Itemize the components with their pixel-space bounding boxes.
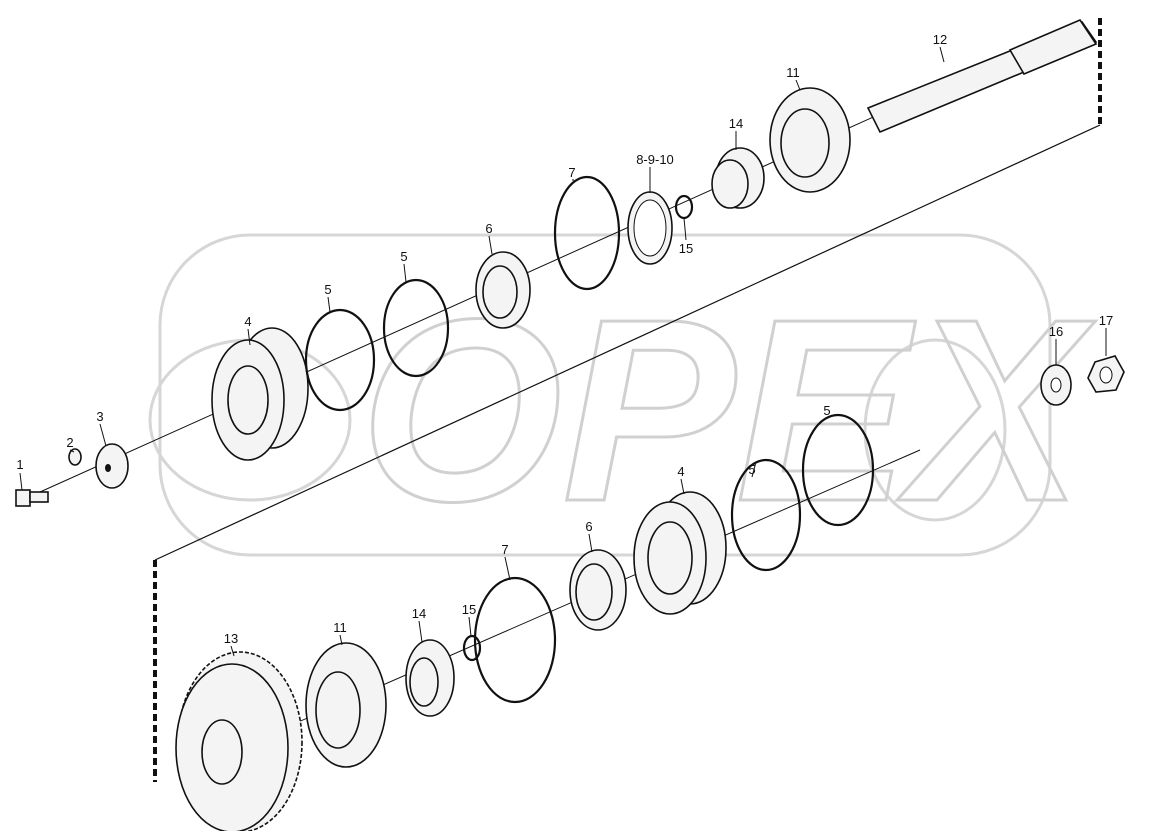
leader-lines bbox=[19, 46, 1107, 657]
part-5-ring-bottom-a bbox=[801, 413, 875, 527]
callout-2: 2 bbox=[66, 435, 73, 450]
part-6-seal-top bbox=[475, 251, 531, 329]
callout-5: 5 bbox=[324, 282, 331, 297]
callout-7: 7 bbox=[568, 165, 575, 180]
callout-11: 11 bbox=[786, 65, 800, 80]
part-5-ring-bottom-b bbox=[730, 458, 802, 572]
callout-5: 5 bbox=[400, 249, 407, 264]
callout-4: 4 bbox=[244, 314, 251, 329]
part-11-bearing-top bbox=[769, 87, 851, 193]
callout-14: 14 bbox=[412, 606, 426, 621]
part-12-shaft bbox=[866, 19, 1098, 134]
callout-6: 6 bbox=[485, 221, 492, 236]
part-14-bearing-race-bottom bbox=[405, 639, 455, 717]
callout-labels: 1 2 3 4 5 5 6 7 8-9-10 15 14 11 12 16 17… bbox=[16, 32, 1113, 646]
part-11-bearing-bottom bbox=[305, 642, 387, 768]
part-13-gear bbox=[175, 651, 303, 831]
callout-16: 16 bbox=[1049, 324, 1063, 339]
part-3-washer bbox=[95, 443, 129, 489]
callout-15: 15 bbox=[679, 241, 693, 256]
part-4-housing-top bbox=[211, 327, 309, 461]
callout-1: 1 bbox=[16, 457, 23, 472]
callout-17: 17 bbox=[1099, 313, 1113, 328]
part-16-washer bbox=[1040, 364, 1072, 406]
callout-12: 12 bbox=[933, 32, 947, 47]
callout-5: 5 bbox=[823, 403, 830, 418]
part-6-seal-bottom bbox=[569, 549, 627, 631]
callout-14: 14 bbox=[729, 116, 743, 131]
callout-4: 4 bbox=[677, 464, 684, 479]
callout-3: 3 bbox=[96, 409, 103, 424]
part-15-oring-bottom bbox=[462, 634, 482, 662]
callout-13: 13 bbox=[224, 631, 238, 646]
callout-6: 6 bbox=[585, 519, 592, 534]
part-5-ring-top-a bbox=[304, 308, 376, 412]
callout-15: 15 bbox=[462, 602, 476, 617]
part-4-housing-bottom bbox=[633, 491, 727, 615]
part-15-oring-top bbox=[674, 194, 694, 220]
part-17-nut bbox=[1087, 355, 1125, 393]
callout-8-9-10: 8-9-10 bbox=[636, 152, 674, 167]
callout-7: 7 bbox=[501, 542, 508, 557]
svg-text:OPEX: OPEX bbox=[360, 266, 1096, 556]
part-8-9-10-shim bbox=[627, 191, 673, 265]
part-1-bolt bbox=[15, 489, 49, 507]
part-5-ring-top-b bbox=[382, 278, 450, 378]
callout-11: 11 bbox=[333, 620, 347, 635]
part-7-circlip-top bbox=[553, 175, 621, 291]
part-7-circlip-bottom bbox=[473, 576, 557, 704]
callout-5: 5 bbox=[748, 462, 755, 477]
part-2-washer bbox=[68, 448, 82, 466]
part-14-bearing-race-top bbox=[711, 147, 765, 209]
assembly-frame bbox=[153, 18, 1102, 782]
